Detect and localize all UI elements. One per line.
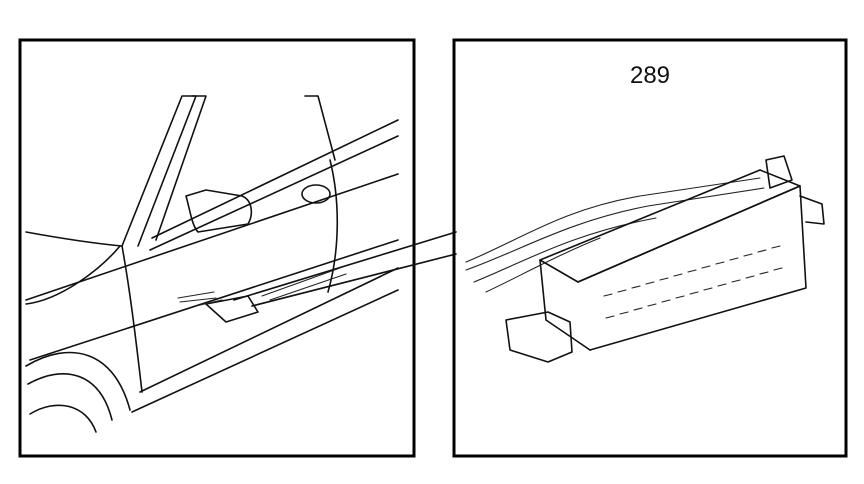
leader-lines [233,231,457,307]
wheel-tire [29,404,97,433]
door-belt-line-upper [151,119,399,239]
leader-line-lower [251,253,457,307]
connector-latch-top [765,155,793,189]
pin-row-lower [605,267,783,319]
pin-row-upper [603,245,781,297]
sill-line [139,267,399,393]
leader-hatching [261,267,347,301]
left-panel-frame [18,38,416,458]
wheel-arch-inner [27,372,113,421]
car-door-panel [18,38,416,458]
wheel-arch-outer [25,351,131,411]
connector-front-face [577,185,807,351]
windshield-pillar [121,95,197,247]
wire-1 [465,177,761,263]
window-front-frame [155,95,207,241]
connector-latch-side [799,195,825,225]
door-front-edge [121,245,143,393]
wire-2 [465,187,765,271]
door-rear-edge [327,159,339,293]
connector-side-face [539,259,591,351]
door-connector-location [205,295,259,323]
leader-line-upper [233,231,457,301]
door-wiring [177,291,223,307]
body-crease-upper [25,173,399,301]
connector-locking-clip [505,311,573,363]
connector-top-face [539,169,801,283]
connector-pin-rows [603,245,783,319]
door-belt-line-lower [149,135,399,251]
hood-edge [25,231,123,247]
rocker-line [131,289,399,413]
connector-detail-panel [452,38,848,458]
side-mirror [185,189,253,233]
right-panel-frame [452,38,848,458]
figure-reference-number: 289 [629,62,671,89]
door-handle [301,184,331,204]
b-pillar [304,95,336,161]
body-crease-lower [29,239,399,361]
